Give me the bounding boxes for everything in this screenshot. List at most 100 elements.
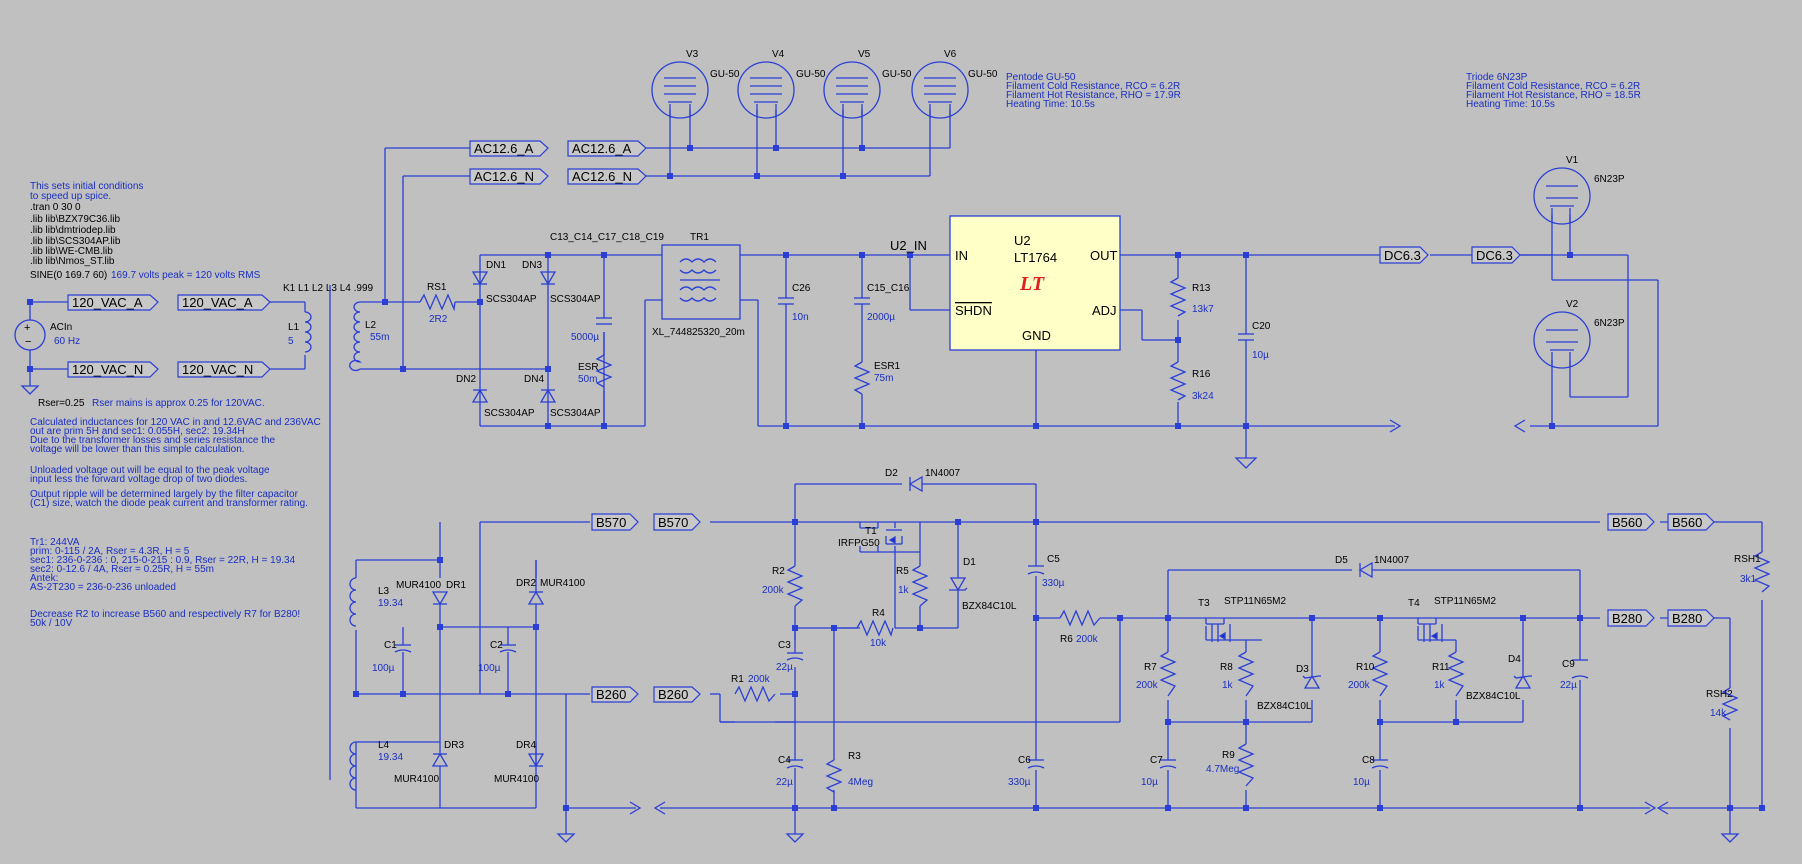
part-value: MUR4100	[394, 774, 439, 785]
resistor-rsh2-icon	[1721, 687, 1739, 721]
part-ref: R2	[772, 566, 785, 577]
part-value: 330µ	[1042, 578, 1065, 589]
note-line: Filament Cold Resistance, RCO = 6.2R	[1466, 81, 1640, 92]
part-value: 22µ	[776, 777, 793, 788]
note-line: Tr1: 244VA	[30, 537, 80, 548]
capacitor-c1-icon	[394, 644, 412, 653]
net-label-b570	[653, 513, 701, 531]
net-label-b260	[653, 686, 701, 703]
note-line: sec2: 0-12.6 / 4A, Rser = 0.25R, H = 55m	[30, 564, 214, 575]
part-ref: ESR	[578, 362, 599, 373]
tube-v1-icon	[1533, 167, 1591, 225]
part-value: 10k	[870, 638, 887, 649]
part-ref: L3	[378, 586, 390, 597]
part-value: 200k	[762, 585, 785, 596]
zener-d3-icon	[1302, 674, 1321, 689]
part-value: 22µ	[776, 662, 793, 673]
ground-arrow-icon	[1644, 801, 1657, 815]
resistor-rs1-icon	[419, 293, 456, 312]
note-line: Output ripple will be determined largely…	[30, 489, 299, 500]
resistor-r3-icon	[825, 759, 843, 793]
part-value: GU-50	[882, 69, 912, 80]
spice-directive: .tran 0 30 0	[30, 202, 81, 213]
part-value: GU-50	[968, 69, 998, 80]
tubes	[651, 61, 1591, 369]
net-label-text: B560	[1612, 515, 1642, 530]
transformer-tr1: TR1 XL_744825320_20m	[652, 232, 745, 338]
part-value: BZX84C10L	[1466, 691, 1521, 702]
capacitor-c20-icon	[1238, 333, 1254, 344]
part-value: 100µ	[478, 663, 501, 674]
part-ref: DN3	[522, 260, 542, 271]
part-value: 330µ	[1008, 777, 1031, 788]
net-label-ac12-n	[567, 168, 647, 185]
part-value: 200k	[1136, 680, 1159, 691]
ic-ref: U2	[1014, 233, 1031, 248]
part-ref: TR1	[690, 232, 709, 243]
part-ref: R13	[1192, 283, 1211, 294]
part-value: 3k1	[1740, 574, 1757, 585]
part-ref: C2	[490, 640, 503, 651]
inductor-l4-icon	[349, 741, 357, 791]
part-ref: DR4	[516, 740, 536, 751]
note-line: Heating Time: 10.5s	[1466, 99, 1555, 110]
part-ref: R5	[896, 566, 909, 577]
note-line: sec1: 236-0-236 : 0, 215-0-215 : 0.9, Rs…	[30, 555, 296, 566]
net-label-ac12-a	[469, 140, 549, 157]
note-line: 50k / 10V	[30, 618, 73, 629]
resistor-r9-icon	[1237, 743, 1255, 787]
resistor-r13-icon	[1169, 277, 1187, 317]
resistor-r8-icon	[1237, 651, 1255, 697]
capacitor-c26-icon	[778, 297, 794, 310]
part-value: MUR4100	[540, 578, 585, 589]
net-label-text: B260	[596, 687, 626, 702]
ic-part: LT1764	[1014, 250, 1057, 265]
part-value: SCS304AP	[550, 408, 601, 419]
note-line: This sets initial conditions	[30, 181, 143, 192]
ground-arrow-icon	[1656, 801, 1669, 815]
part-value: SCS304AP	[486, 294, 537, 305]
note-line: Triode 6N23P	[1466, 72, 1528, 83]
note-line: AS-2T230 = 236-0-236 unloaded	[30, 582, 176, 593]
ground-icon	[556, 833, 576, 843]
part-ref: R16	[1192, 369, 1211, 380]
diode-dr1-icon	[431, 591, 449, 606]
part-ref: C7	[1150, 755, 1163, 766]
resistor-r11-icon	[1447, 651, 1465, 697]
part-ref: V5	[858, 49, 871, 60]
net-label-dc63	[1379, 246, 1429, 264]
net-label-vac-a	[67, 294, 159, 311]
part-ref: R9	[1222, 750, 1235, 761]
net-label-text: B570	[658, 515, 688, 530]
net-label-b280	[1607, 609, 1655, 627]
note-line: Antek:	[30, 573, 58, 584]
tube-v2-icon	[1533, 311, 1591, 369]
ground-icon	[20, 385, 40, 395]
part-ref: C4	[778, 755, 791, 766]
net-label-text: AC12.6_A	[474, 141, 534, 156]
note-line: Heating Time: 10.5s	[1006, 99, 1095, 110]
svg-text:+: +	[24, 322, 30, 334]
part-value: 55m	[370, 332, 389, 343]
net-label-text: 120_VAC_A	[72, 295, 143, 310]
diode-dn4-icon	[539, 388, 557, 403]
net-label-text: B560	[1672, 515, 1702, 530]
net-label-text: AC12.6_N	[572, 169, 632, 184]
part-ref: C9	[1562, 659, 1575, 670]
ground-icon	[1720, 833, 1740, 843]
capacitor-c5-icon	[1027, 565, 1045, 575]
pin-in: IN	[955, 248, 968, 263]
part-ref: C1	[384, 640, 397, 651]
resistor-r4-icon	[856, 619, 894, 637]
net-label-text: AC12.6_A	[572, 141, 632, 156]
part-value: 200k	[1348, 680, 1371, 691]
part-ref: DN4	[524, 374, 544, 385]
ground-icon	[785, 833, 805, 843]
part-value: MUR4100	[396, 580, 441, 591]
part-ref: DR1	[446, 580, 466, 591]
part-value: 10µ	[1252, 350, 1269, 361]
resistor-r10-icon	[1371, 651, 1389, 697]
part-value: BZX84C10L	[962, 601, 1017, 612]
part-value: GU-50	[796, 69, 826, 80]
part-ref: RS1	[427, 282, 447, 293]
